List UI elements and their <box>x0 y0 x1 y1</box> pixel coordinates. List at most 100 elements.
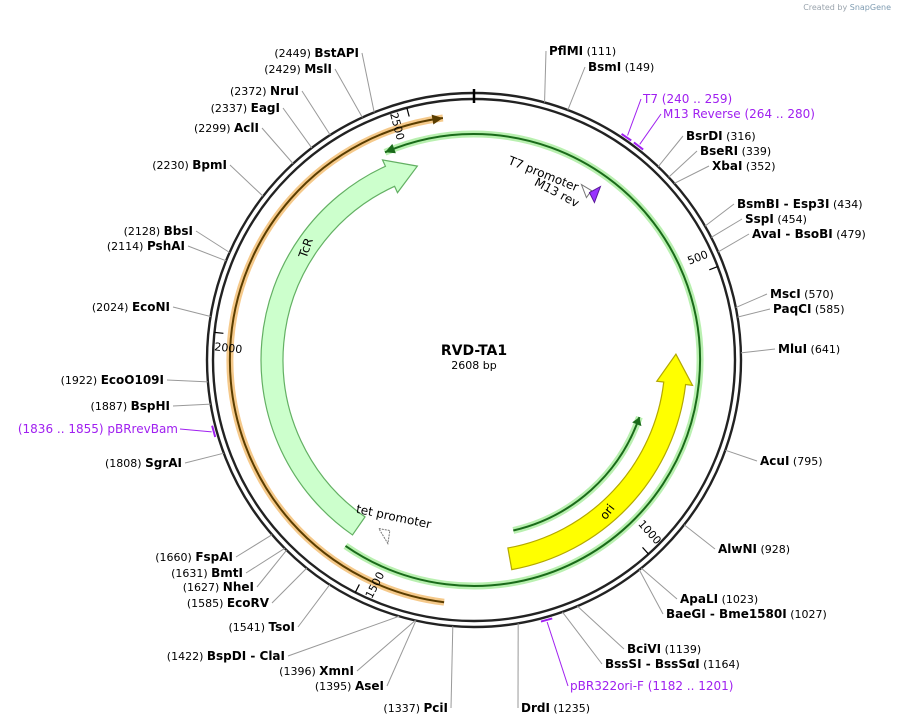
enzyme-site-baegi[interactable]: BaeGI - Bme1580I (1027) <box>638 569 827 621</box>
enzyme-site-acli[interactable]: (2299) AclI <box>194 121 294 164</box>
enzyme-labels: PflMI (111) BsmI (149) BsrDI (316)BseRI (3… <box>61 44 866 715</box>
primer-pbrrevbam[interactable]: (1836 .. 1855) pBRrevBam <box>18 422 217 438</box>
enzyme-site-bseri[interactable]: BseRI (339) <box>668 144 772 178</box>
tick-mark-2500 <box>406 107 410 117</box>
enzyme-site-paqci[interactable]: PaqCI (585) <box>737 302 845 318</box>
orf-ori-line[interactable] <box>513 416 641 532</box>
orf-tcr-line[interactable] <box>344 133 702 588</box>
enzyme-site-bsssi[interactable]: BssSI - BssSαI (1164) <box>561 611 740 671</box>
enzyme-leader-acli <box>261 127 294 164</box>
tick-label-500: 500 <box>686 248 710 268</box>
orf-arcs <box>226 114 704 606</box>
enzyme-site-msci[interactable]: MscI (570) <box>735 287 834 309</box>
credit-prefix: Created by <box>803 3 848 12</box>
enzyme-label-xbai: XbaI (352) <box>712 159 775 173</box>
enzyme-site-bbsi[interactable]: (2128) BbsI <box>124 224 230 253</box>
enzyme-site-nrui[interactable]: (2372) NruI <box>230 84 331 136</box>
tcr-feature-arrow[interactable] <box>260 159 419 536</box>
orf-large-arrowhead <box>431 114 443 125</box>
enzyme-site-xmni[interactable]: (1396) XmnI <box>279 620 416 678</box>
enzyme-site-apali[interactable]: ApaLI (1023) <box>640 567 758 606</box>
enzyme-leader-alwni <box>683 524 716 550</box>
enzyme-site-asei[interactable]: (1395) AseI <box>315 620 417 693</box>
enzyme-leader-sgrai <box>184 452 224 464</box>
enzyme-site-xbai[interactable]: XbaI (352) <box>674 159 775 184</box>
enzyme-leader-pshai <box>187 245 227 262</box>
orf-ori-arrowhead <box>632 417 642 427</box>
enzyme-site-bstapi[interactable]: (2449) BstAPI <box>274 46 375 113</box>
enzyme-site-alwni[interactable]: AlwNI (928) <box>683 524 790 556</box>
primer-leader-m13-reverse <box>639 113 662 145</box>
enzyme-leader-paqci <box>737 308 771 318</box>
primer-label-pbr322ori-f: pBR322ori-F (1182 .. 1201) <box>570 679 733 693</box>
enzyme-leader-eagi <box>282 107 313 149</box>
enzyme-leader-tsoi <box>297 584 331 628</box>
orf-large-line[interactable] <box>228 117 445 604</box>
enzyme-site-bspdi[interactable]: (1422) BspDI - ClaI <box>167 615 400 663</box>
plasmid-name: RVD-TA1 <box>441 343 507 359</box>
primer-m13-reverse[interactable]: M13 Reverse (264 .. 280) <box>633 107 815 151</box>
snapgene-credit: Created by SnapGene <box>803 3 891 12</box>
enzyme-site-sgrai[interactable]: (1808) SgrAI <box>105 452 224 470</box>
enzyme-site-eagi[interactable]: (2337) EagI <box>211 101 313 149</box>
enzyme-leader-sspi <box>710 218 743 238</box>
enzyme-label-bsphi: (1887) BspHI <box>91 399 170 413</box>
primer-mark-pbrrevbam <box>211 425 217 438</box>
enzyme-leader-bcivi <box>577 605 625 650</box>
enzyme-label-ecorv: (1585) EcoRV <box>187 596 270 610</box>
enzyme-label-fspai: (1660) FspAI <box>155 550 233 564</box>
enzyme-site-msli[interactable]: (2429) MslI <box>264 62 363 118</box>
enzyme-site-acui[interactable]: AcuI (795) <box>725 449 823 468</box>
enzyme-label-bsmi: BsmI (149) <box>588 60 654 74</box>
enzyme-site-pshai[interactable]: (2114) PshAI <box>107 239 227 262</box>
enzyme-leader-xmni <box>356 620 416 672</box>
enzyme-site-tsoi[interactable]: (1541) TsoI <box>228 584 331 634</box>
enzyme-label-pflmi: PflMI (111) <box>549 44 616 58</box>
enzyme-site-ecoo109i[interactable]: (1922) EcoO109I <box>61 373 208 387</box>
enzyme-leader-fspai <box>235 534 273 558</box>
enzyme-site-fspai[interactable]: (1660) FspAI <box>155 534 273 564</box>
enzyme-label-sspi: SspI (454) <box>745 212 807 226</box>
enzyme-site-ecorv[interactable]: (1585) EcoRV <box>187 567 308 610</box>
enzyme-leader-pcii <box>450 626 454 709</box>
enzyme-label-asei: (1395) AseI <box>315 679 384 693</box>
enzyme-label-bsssi: BssSI - BssSαI (1164) <box>605 657 740 671</box>
enzyme-leader-avai <box>717 233 750 253</box>
primer-pbr322ori-f[interactable]: pBR322ori-F (1182 .. 1201) <box>540 617 734 693</box>
enzyme-site-pcii[interactable]: (1337) PciI <box>383 626 454 715</box>
primer-t7[interactable]: T7 (240 .. 259) <box>620 92 733 142</box>
enzyme-site-bsphi[interactable]: (1887) BspHI <box>91 399 211 413</box>
enzyme-label-avai: AvaI - BsoBI (479) <box>752 227 866 241</box>
enzyme-site-bsrdi[interactable]: BsrDI (316) <box>657 129 756 168</box>
enzyme-label-xmni: (1396) XmnI <box>279 664 354 678</box>
enzyme-leader-pflmi <box>544 50 547 103</box>
enzyme-leader-bspdi <box>287 615 400 657</box>
enzyme-site-bsmi[interactable]: BsmI (149) <box>567 60 655 111</box>
enzyme-leader-acui <box>725 449 758 462</box>
enzyme-site-avai[interactable]: AvaI - BsoBI (479) <box>717 227 866 253</box>
enzyme-site-econi[interactable]: (2024) EcoNI <box>92 300 211 317</box>
enzyme-site-drdi[interactable]: DrdI (1235) <box>517 623 590 715</box>
tick-label-2500: 2500 <box>387 111 407 141</box>
tick-mark-1500 <box>354 584 360 593</box>
tet-promoter-arrow[interactable] <box>377 527 391 545</box>
t7-promoter-arrow[interactable] <box>580 183 593 199</box>
credit-brand: SnapGene <box>849 3 891 12</box>
enzyme-site-bmti[interactable]: (1631) BmtI <box>171 547 286 580</box>
enzyme-leader-msci <box>735 293 768 309</box>
enzyme-site-pflmi[interactable]: PflMI (111) <box>544 44 617 103</box>
enzyme-leader-ecorv <box>271 567 308 604</box>
enzyme-site-bpmi[interactable]: (2230) BpmI <box>152 158 264 197</box>
enzyme-site-bsmbi[interactable]: BsmBI - Esp3I (434) <box>704 197 863 227</box>
ori-feature-arrow[interactable] <box>507 353 694 571</box>
enzyme-site-sspi[interactable]: SspI (454) <box>710 212 807 238</box>
enzyme-site-bcivi[interactable]: BciVI (1139) <box>577 605 701 656</box>
primer-label-t7: T7 (240 .. 259) <box>642 92 732 106</box>
enzyme-label-bspdi: (1422) BspDI - ClaI <box>167 649 285 663</box>
primer-label-pbrrevbam: (1836 .. 1855) pBRrevBam <box>18 422 178 436</box>
enzyme-site-mlui[interactable]: MluI (641) <box>740 342 840 356</box>
enzyme-leader-bsrdi <box>657 135 684 168</box>
m13-rev-arrow[interactable] <box>588 185 602 204</box>
enzyme-label-nrui: (2372) NruI <box>230 84 299 98</box>
enzyme-site-nhei[interactable]: (1627) NheI <box>183 549 287 594</box>
